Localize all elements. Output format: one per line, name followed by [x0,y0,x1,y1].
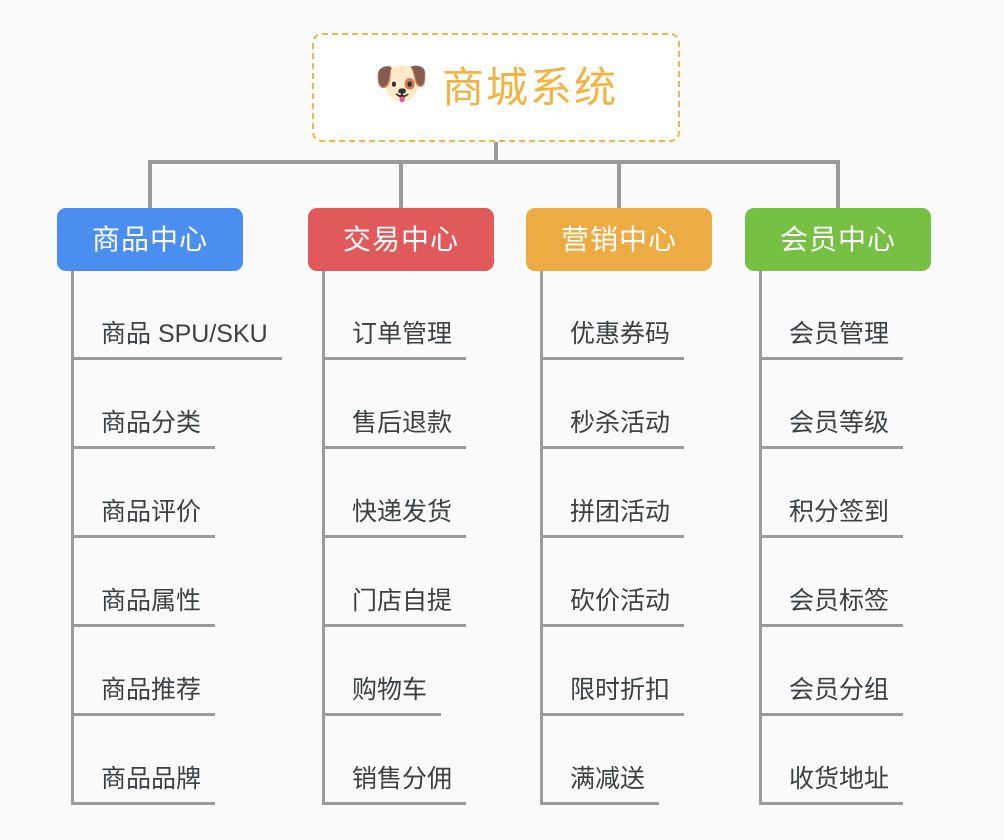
category-column-member-center: 会员中心会员管理会员等级积分签到会员标签会员分组收货地址 [745,208,931,805]
category-header-product-center[interactable]: 商品中心 [57,208,243,271]
leaf-item-label: 门店自提 [322,589,467,627]
leaf-item-label: 优惠券码 [540,322,685,360]
category-header-marketing-center[interactable]: 营销中心 [526,208,712,271]
leaf-item[interactable]: 会员分组 [759,627,931,716]
category-drop-connector-member-center [836,160,840,208]
category-header-trade-center[interactable]: 交易中心 [308,208,494,271]
leaf-item-label: 销售分佣 [322,767,467,805]
category-drop-connector-trade-center [399,160,403,208]
leaf-list-trade-center: 订单管理售后退款快递发货门店自提购物车销售分佣 [322,271,494,805]
category-column-trade-center: 交易中心订单管理售后退款快递发货门店自提购物车销售分佣 [308,208,494,805]
leaf-item[interactable]: 门店自提 [322,538,494,627]
category-column-marketing-center: 营销中心优惠券码秒杀活动拼团活动砍价活动限时折扣满减送 [526,208,712,805]
leaf-item[interactable]: 商品分类 [71,360,243,449]
leaf-item-label: 商品品牌 [71,767,216,805]
leaf-item-label: 限时折扣 [540,678,685,716]
leaf-item-label: 商品属性 [71,589,216,627]
category-drop-connector-product-center [148,160,152,208]
leaf-item[interactable]: 商品 SPU/SKU [71,271,282,360]
leaf-item[interactable]: 商品属性 [71,538,243,627]
leaf-item[interactable]: 商品评价 [71,449,243,538]
leaf-item-label: 会员分组 [759,678,904,716]
leaf-item[interactable]: 拼团活动 [540,449,712,538]
leaf-item-label: 积分签到 [759,500,904,538]
leaf-item[interactable]: 会员管理 [759,271,931,360]
leaf-item[interactable]: 快递发货 [322,449,494,538]
category-label: 交易中心 [342,223,459,255]
leaf-item[interactable]: 商品品牌 [71,716,243,805]
category-label: 会员中心 [779,223,896,255]
root-node[interactable]: 🐶 商城系统 [312,33,680,142]
leaf-item[interactable]: 优惠券码 [540,271,712,360]
leaf-item-label: 商品分类 [71,411,216,449]
leaf-item[interactable]: 限时折扣 [540,627,712,716]
category-label: 商品中心 [91,223,208,255]
shiba-dog-face-icon: 🐶 [373,58,429,108]
leaf-spine-connector [322,271,325,805]
category-header-member-center[interactable]: 会员中心 [745,208,931,271]
leaf-item-label: 售后退款 [322,411,467,449]
leaf-item-label: 砍价活动 [540,589,685,627]
leaf-item[interactable]: 秒杀活动 [540,360,712,449]
leaf-item[interactable]: 购物车 [322,627,494,716]
leaf-item-label: 订单管理 [322,322,467,360]
leaf-item[interactable]: 商品推荐 [71,627,243,716]
leaf-item[interactable]: 满减送 [540,716,712,805]
leaf-spine-connector [540,271,543,805]
leaf-item[interactable]: 会员标签 [759,538,931,627]
category-drop-connector-marketing-center [617,160,621,208]
leaf-item[interactable]: 订单管理 [322,271,494,360]
leaf-item-label: 秒杀活动 [540,411,685,449]
leaf-item-label: 拼团活动 [540,500,685,538]
leaf-item[interactable]: 售后退款 [322,360,494,449]
leaf-item-label: 会员管理 [759,322,904,360]
leaf-spine-connector [71,271,74,805]
leaf-item[interactable]: 砍价活动 [540,538,712,627]
leaf-list-member-center: 会员管理会员等级积分签到会员标签会员分组收货地址 [759,271,931,805]
leaf-spine-connector [759,271,762,805]
category-bus-connector [148,160,840,164]
leaf-item-label: 会员等级 [759,411,904,449]
root-title: 商城系统 [441,63,618,111]
leaf-item-label: 商品 SPU/SKU [71,322,282,360]
leaf-item-label: 快递发货 [322,500,467,538]
leaf-item-label: 收货地址 [759,767,904,805]
leaf-item[interactable]: 销售分佣 [322,716,494,805]
leaf-item-label: 商品推荐 [71,678,216,716]
leaf-item[interactable]: 会员等级 [759,360,931,449]
leaf-item[interactable]: 收货地址 [759,716,931,805]
leaf-item[interactable]: 积分签到 [759,449,931,538]
leaf-item-label: 购物车 [322,678,442,716]
leaf-item-label: 商品评价 [71,500,216,538]
leaf-list-marketing-center: 优惠券码秒杀活动拼团活动砍价活动限时折扣满减送 [540,271,712,805]
leaf-list-product-center: 商品 SPU/SKU 商品分类商品评价商品属性商品推荐商品品牌 [71,271,282,805]
root-stem-connector [494,142,498,164]
leaf-item-label: 会员标签 [759,589,904,627]
category-column-product-center: 商品中心商品 SPU/SKU 商品分类商品评价商品属性商品推荐商品品牌 [57,208,282,805]
leaf-item-label: 满减送 [540,767,660,805]
category-label: 营销中心 [560,223,677,255]
